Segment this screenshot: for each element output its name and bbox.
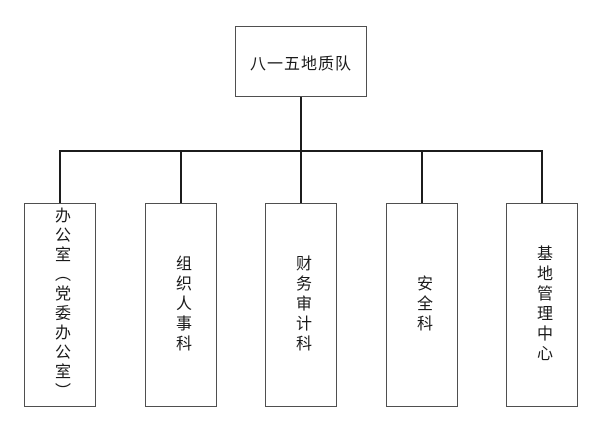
connector-drop-office [59,150,61,203]
connector-drop-safety [421,150,423,203]
org-node-safety-label: 安全科 [414,275,431,335]
org-node-base-management-label: 基地管理中心 [534,245,551,365]
connector-drop-base-management [541,150,543,203]
connector-root-stem [300,97,302,151]
org-node-base-management: 基地管理中心 [506,203,578,407]
connector-drop-personnel [180,150,182,203]
org-node-finance-audit-label: 财务审计科 [293,255,310,355]
org-node-root: 八一五地质队 [235,26,367,97]
org-node-safety: 安全科 [386,203,458,407]
org-node-finance-audit: 财务审计科 [265,203,337,407]
org-node-personnel: 组织人事科 [145,203,217,407]
org-node-office: 办公室（党委办公室） [24,203,96,407]
org-node-personnel-label: 组织人事科 [173,255,190,355]
org-node-root-label: 八一五地质队 [249,55,352,73]
org-node-office-label: 办公室（党委办公室） [52,207,69,402]
connector-drop-finance-audit [300,150,302,203]
